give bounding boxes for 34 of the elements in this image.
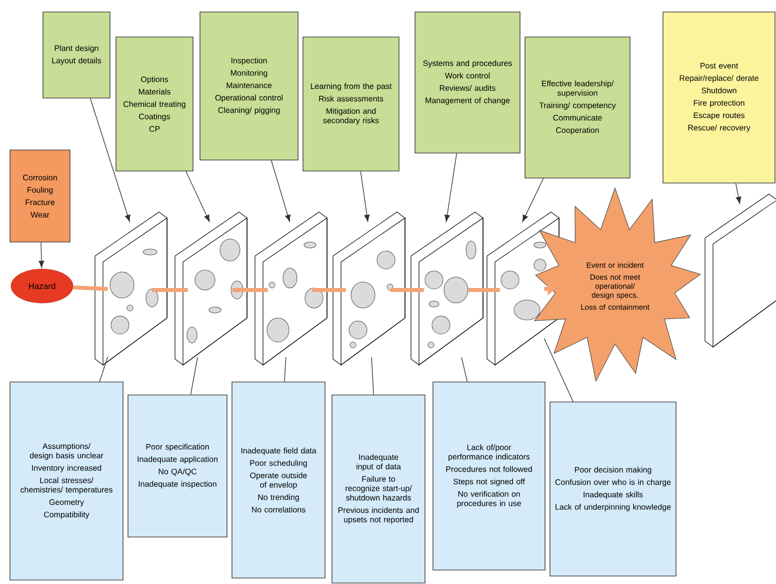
weakness-box: Poor specification Inadequate application No QA/QC Inadequate inspection [128,394,228,538]
threat-box: Corrosion Fouling Fracture Wear [10,150,70,242]
weakness-box: Poor decision making Confusion over who is in charge Inadequate skills Lack of underpinning knowledge [550,402,676,576]
hazard-path [73,285,108,291]
arrow [90,98,130,222]
control-box: Options Materials Chemical treating Coatings CP [116,36,194,172]
hazard-path [390,288,424,292]
weakness-box: Inadequate input of data Failure to recognize start-up/ shutdown hazards Previous incidents and upsets not reported [332,394,426,584]
leader-line [544,338,574,402]
leader-line [99,356,108,382]
leader-line [461,356,468,382]
leader-line [284,356,286,382]
hazard-path [232,288,268,292]
hazard-path [312,288,346,292]
weakness-box: Lack of/poor performance indicators Procedures not followed Steps not signed off No verification on procedures in use [432,382,546,570]
arrow [735,183,742,204]
weakness-box: Inadequate field data Poor scheduling Operate outside of envelop No trending No correlations [232,382,326,578]
arrow [444,153,457,222]
arrow [270,160,290,222]
control-box: Plant design Layout details [42,12,110,98]
arrow [522,178,544,222]
control-box: Inspection Monitoring Maintenance Operational control Cleaning/ pigging [200,12,298,160]
weakness-box: Assumptions/ design basis unclear Inventory increased Local stresses/ chemistries/ temperatures Geometry Compatibility [10,382,124,580]
leader-line [190,356,198,395]
arrow [360,171,370,222]
control-box: Systems and procedures Work control Reviews/ audits Management of change [414,12,520,154]
control-box: Learning from the past Risk assessments Mitigation and secondary risks [302,36,400,172]
arrow [38,242,44,268]
control-box: Effective leadership/ supervision Training/ competency Communicate Cooperation [524,36,630,178]
leader-line [371,356,374,395]
recovery-box: Post event Repair/replace/ derate Shutdown Fire protection Escape routes Rescue/ recovery [662,12,776,184]
hazard-path [152,288,188,292]
hazard-path [468,288,500,292]
arrow [186,171,210,222]
